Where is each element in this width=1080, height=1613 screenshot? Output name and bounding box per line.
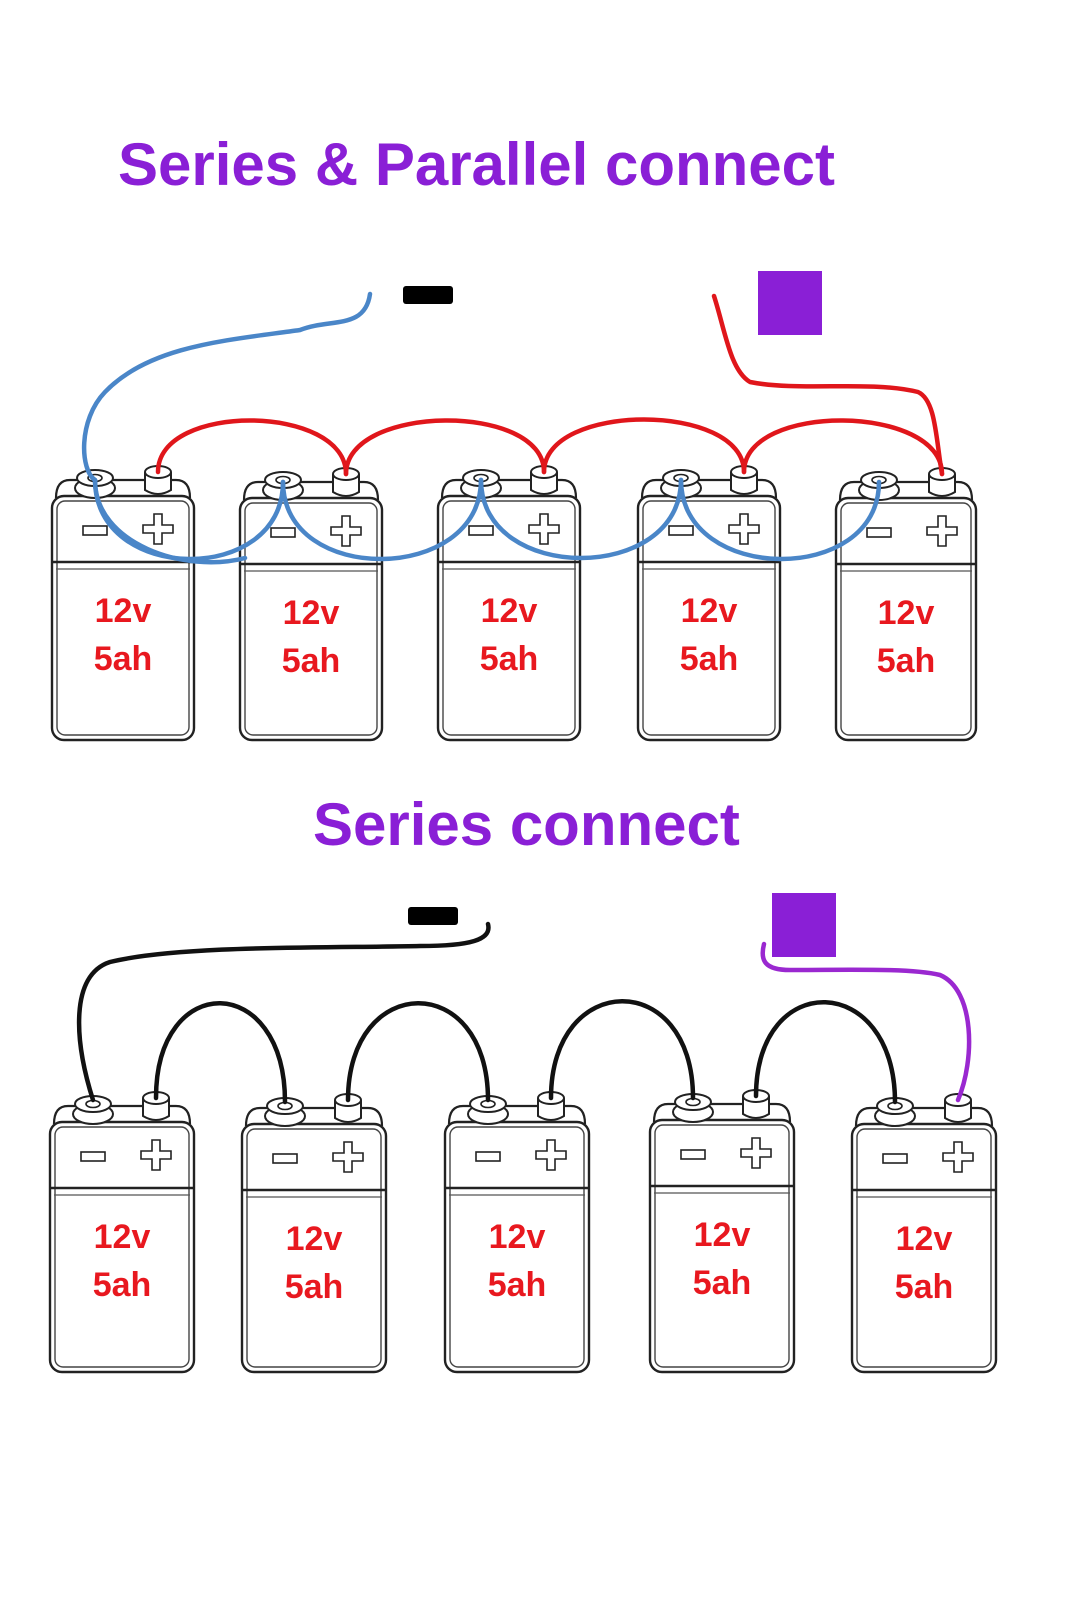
series-wire bbox=[548, 999, 696, 1101]
battery-body bbox=[436, 494, 582, 742]
series-wire bbox=[345, 1001, 491, 1103]
series-negative-output-minus-icon bbox=[408, 907, 458, 925]
minus-symbol-icon bbox=[680, 1149, 706, 1160]
negative-wire bbox=[678, 477, 882, 562]
series-parallel-title: Series & Parallel connect bbox=[118, 131, 836, 198]
negative-wire bbox=[92, 477, 248, 565]
battery-body bbox=[48, 1120, 196, 1374]
battery-body bbox=[240, 1122, 388, 1374]
positive-output-wire bbox=[760, 941, 972, 1103]
battery-voltage-label: 12v bbox=[896, 1220, 953, 1258]
negative-wire bbox=[478, 477, 684, 561]
battery-capacity-label: 5ah bbox=[285, 1268, 344, 1306]
battery-voltage-label: 12v bbox=[489, 1218, 546, 1256]
battery-capacity-label: 5ah bbox=[480, 640, 539, 678]
plus-symbol-icon bbox=[332, 1141, 364, 1173]
minus-symbol-icon bbox=[866, 527, 892, 538]
positive-output-wire bbox=[711, 293, 945, 477]
battery-voltage-label: 12v bbox=[94, 1218, 151, 1256]
battery-capacity-label: 5ah bbox=[282, 642, 341, 680]
battery-capacity-label: 5ah bbox=[877, 642, 936, 680]
minus-symbol-icon bbox=[475, 1151, 501, 1162]
battery-inner-outline bbox=[449, 1126, 585, 1368]
battery-voltage-label: 12v bbox=[878, 594, 935, 632]
battery-voltage-label: 12v bbox=[95, 592, 152, 630]
battery-body bbox=[238, 496, 384, 742]
battery-capacity-label: 5ah bbox=[693, 1264, 752, 1302]
battery-inner-outline bbox=[56, 500, 190, 736]
plus-symbol-icon bbox=[740, 1137, 772, 1169]
plus-symbol-icon bbox=[535, 1139, 567, 1171]
plus-symbol-icon bbox=[140, 1139, 172, 1171]
series-positive-output-plus-icon bbox=[772, 893, 836, 957]
negative-output-wire bbox=[81, 291, 373, 483]
battery-inner-outline bbox=[442, 500, 576, 736]
battery-inner-outline bbox=[840, 502, 972, 736]
minus-symbol-icon bbox=[82, 525, 108, 536]
minus-symbol-icon bbox=[882, 1153, 908, 1164]
series-wire bbox=[153, 1001, 288, 1105]
battery-inner-outline bbox=[54, 1126, 190, 1368]
positive-output-plus-icon bbox=[758, 271, 822, 335]
plus-symbol-icon bbox=[142, 513, 174, 545]
negative-output-minus-icon bbox=[403, 286, 453, 304]
plus-symbol-icon bbox=[926, 515, 958, 547]
plus-symbol-icon bbox=[330, 515, 362, 547]
positive-wire bbox=[343, 418, 547, 477]
battery-capacity-label: 5ah bbox=[895, 1268, 954, 1306]
battery-body bbox=[636, 494, 782, 742]
negative-wire bbox=[280, 477, 484, 562]
battery-inner-outline bbox=[856, 1128, 992, 1368]
battery-body bbox=[850, 1122, 998, 1374]
battery-body bbox=[834, 496, 978, 742]
plus-symbol-icon bbox=[728, 513, 760, 545]
series-title: Series connect bbox=[313, 791, 740, 858]
series-wire bbox=[753, 1000, 898, 1105]
battery-capacity-label: 5ah bbox=[488, 1266, 547, 1304]
battery-inner-outline bbox=[642, 500, 776, 736]
battery-voltage-label: 12v bbox=[694, 1216, 751, 1254]
battery-capacity-label: 5ah bbox=[680, 640, 739, 678]
minus-symbol-icon bbox=[468, 525, 494, 536]
plus-symbol-icon bbox=[942, 1141, 974, 1173]
battery-voltage-label: 12v bbox=[681, 592, 738, 630]
positive-wire bbox=[541, 417, 747, 475]
plus-symbol-icon bbox=[528, 513, 560, 545]
positive-wire bbox=[155, 418, 349, 477]
battery-voltage-label: 12v bbox=[481, 592, 538, 630]
battery-voltage-label: 12v bbox=[286, 1220, 343, 1258]
minus-symbol-icon bbox=[270, 527, 296, 538]
positive-wire bbox=[741, 418, 945, 477]
battery-capacity-label: 5ah bbox=[94, 640, 153, 678]
battery-capacity-label: 5ah bbox=[93, 1266, 152, 1304]
battery-voltage-label: 12v bbox=[283, 594, 340, 632]
minus-symbol-icon bbox=[80, 1151, 106, 1162]
battery-body bbox=[648, 1118, 796, 1374]
negative-output-wire bbox=[76, 921, 491, 1103]
battery-inner-outline bbox=[244, 502, 378, 736]
minus-symbol-icon bbox=[668, 525, 694, 536]
battery-body bbox=[443, 1120, 591, 1374]
battery-inner-outline bbox=[654, 1124, 790, 1368]
battery-inner-outline bbox=[246, 1128, 382, 1368]
minus-symbol-icon bbox=[272, 1153, 298, 1164]
